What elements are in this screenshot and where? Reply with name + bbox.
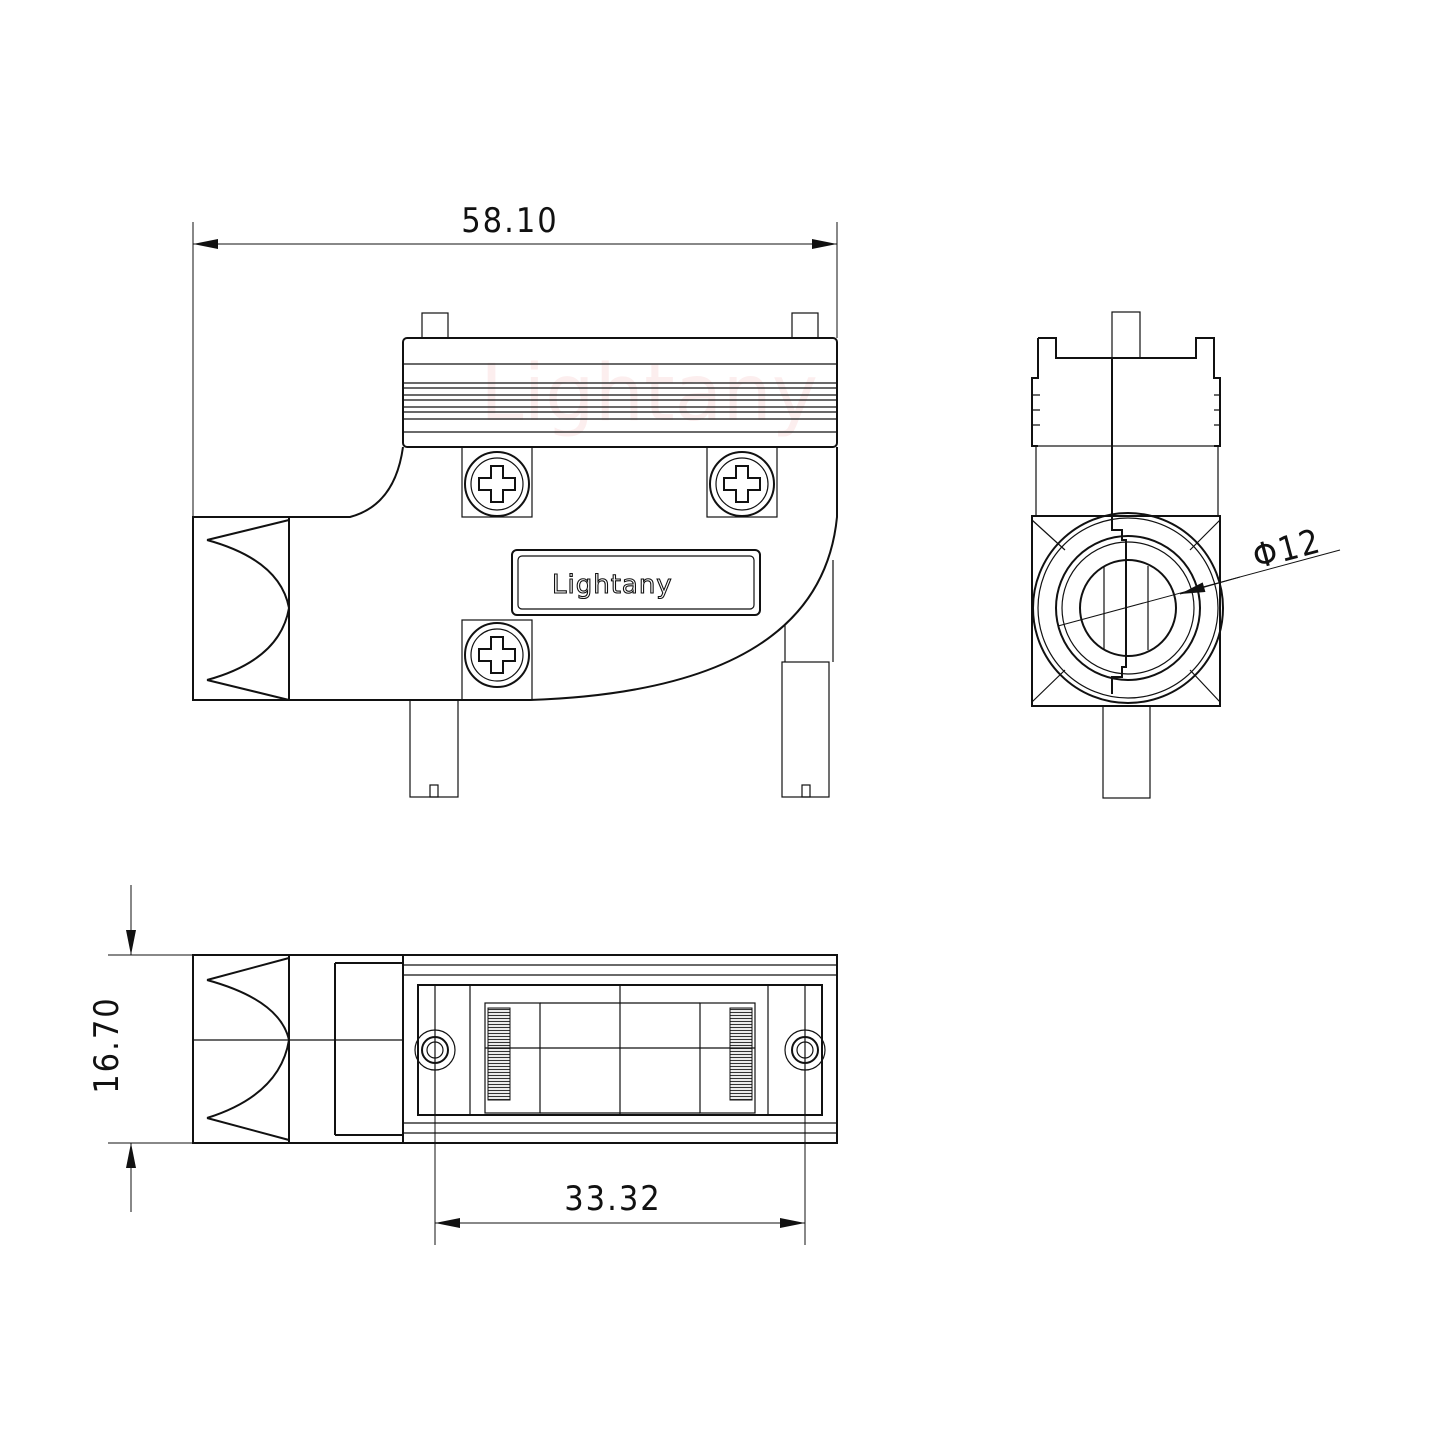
knurled-screw-left xyxy=(409,699,459,798)
cross-icon xyxy=(478,465,516,503)
dimension-label: 16.70 xyxy=(87,996,127,1094)
pin-block-right xyxy=(729,1007,753,1101)
dimension-overall-length: 58.10 xyxy=(192,201,838,517)
cable-boot xyxy=(192,516,290,701)
watermark: Lightany xyxy=(480,349,818,439)
screw-bottom xyxy=(461,619,533,701)
dimension-screw-pitch: 33.32 xyxy=(434,1050,806,1245)
thread-stud-left xyxy=(421,312,449,339)
brand-plate xyxy=(511,549,761,616)
top-shell xyxy=(402,337,838,448)
cable-boot-grip xyxy=(206,519,291,701)
main-body xyxy=(289,446,838,701)
screw-top-right xyxy=(706,446,778,518)
thread-stud-right xyxy=(791,312,819,339)
cable-ring-outer xyxy=(1032,512,1224,704)
shell-profile xyxy=(1031,337,1221,447)
cross-icon xyxy=(478,636,516,674)
dimension-label: 33.32 xyxy=(564,1179,662,1219)
front-view: Lightany xyxy=(192,312,838,798)
brand-logo: Lightany xyxy=(552,570,673,600)
shell-bottom xyxy=(402,954,838,1144)
cable-bore xyxy=(1079,559,1177,657)
pin-block-left xyxy=(487,1007,511,1101)
dimension-label: 58.10 xyxy=(461,201,559,241)
cross-icon xyxy=(723,465,761,503)
side-view xyxy=(1031,311,1224,799)
knurled-screw xyxy=(1102,705,1151,799)
shell-ribs xyxy=(403,363,837,433)
knurled-screw-right xyxy=(781,661,830,798)
cable-boot xyxy=(192,954,290,1144)
bottom-view xyxy=(192,954,838,1144)
screw-top-left xyxy=(461,446,533,518)
dimension-height: 16.70 xyxy=(87,885,193,1212)
thread-stud xyxy=(1111,311,1141,359)
dimension-label: Φ12 xyxy=(1249,521,1326,577)
